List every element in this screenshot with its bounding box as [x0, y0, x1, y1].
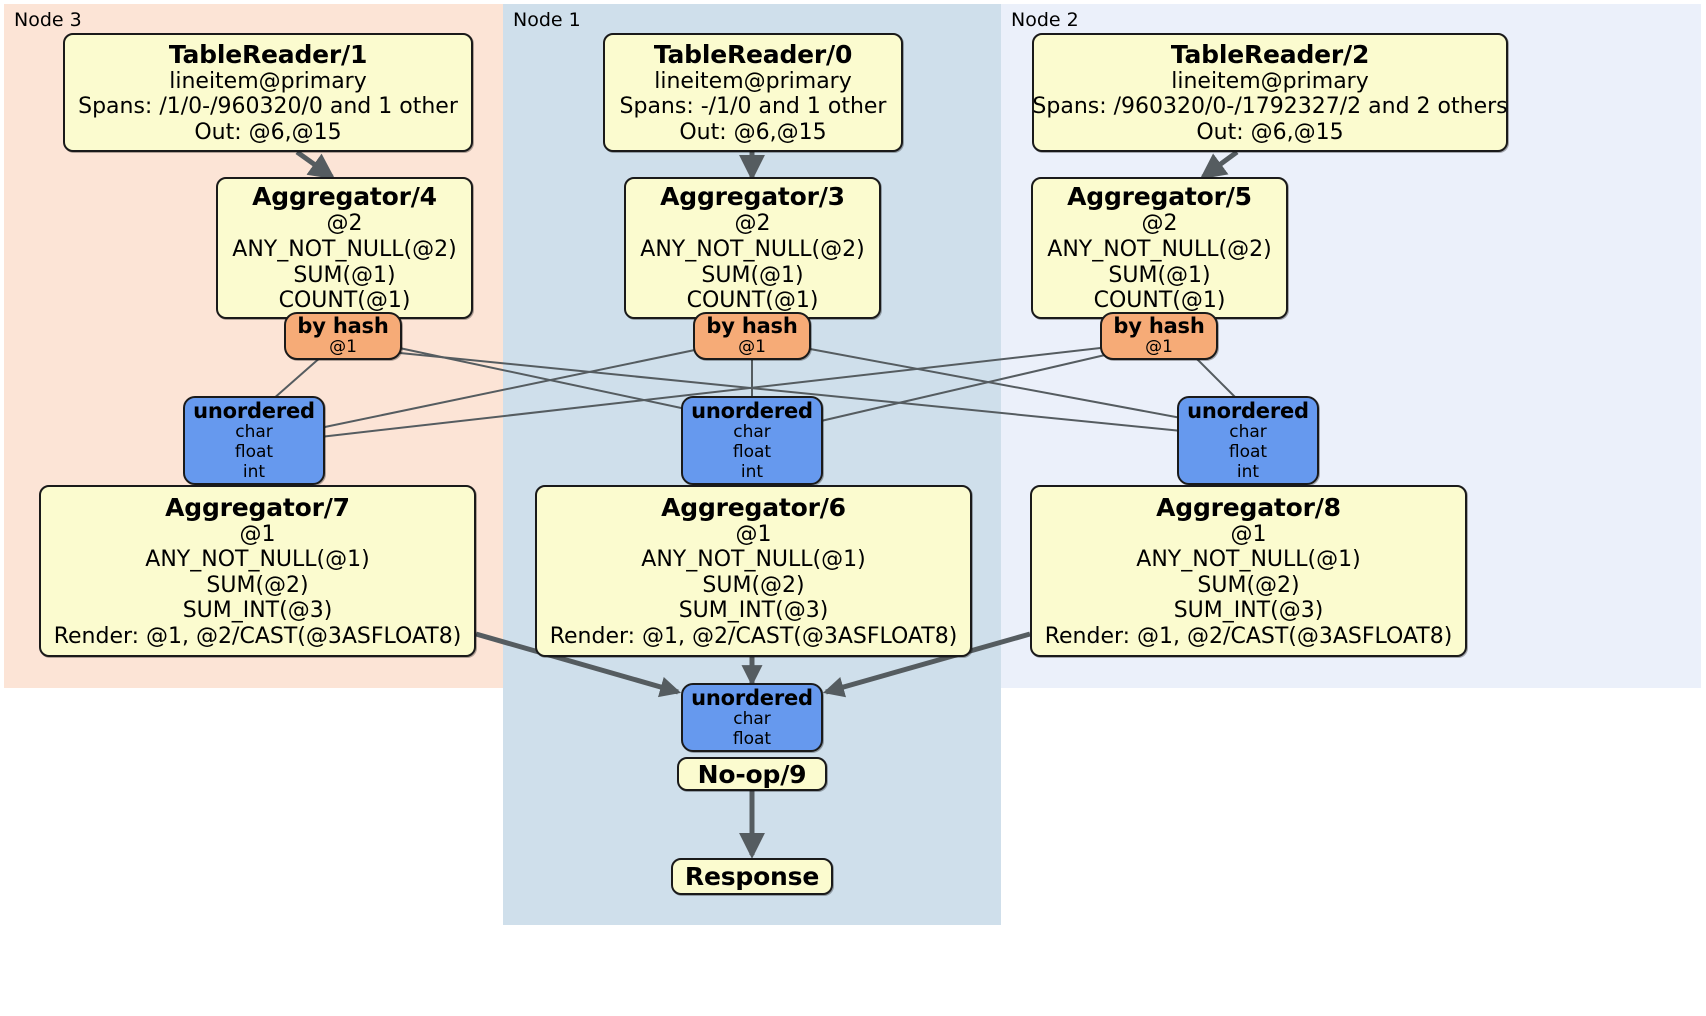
node-line: Spans: /960320/0-/1792327/2 and 2 others: [1032, 94, 1508, 120]
node-title: No-op/9: [697, 759, 807, 789]
node-line: Out: @6,@15: [194, 119, 342, 145]
node-title: Aggregator/8: [1156, 492, 1341, 522]
node-line: Render: @1, @2/CAST(@3ASFLOAT8): [549, 623, 958, 649]
node-line: lineitem@primary: [169, 68, 367, 94]
node-response[interactable]: Response: [671, 858, 833, 895]
node-line: SUM(@1): [1108, 262, 1211, 288]
synch-line: char: [733, 422, 771, 443]
node-line: Spans: -/1/0 and 1 other: [619, 94, 887, 120]
node-line: SUM(@1): [701, 262, 804, 288]
node-aggregator-4[interactable]: Aggregator/4 @2 ANY_NOT_NULL(@2) SUM(@1)…: [216, 177, 473, 319]
node-line: COUNT(@1): [686, 288, 819, 314]
router-by-hash-left[interactable]: by hash @1: [284, 312, 402, 360]
node-line: COUNT(@1): [1093, 288, 1226, 314]
node-line: SUM(@2): [1197, 572, 1300, 598]
node-line: lineitem@primary: [1171, 68, 1369, 94]
synch-title: unordered: [193, 398, 315, 423]
node-aggregator-5[interactable]: Aggregator/5 @2 ANY_NOT_NULL(@2) SUM(@1)…: [1031, 177, 1288, 319]
router-line: @1: [738, 337, 766, 358]
node-line: @2: [1141, 211, 1178, 237]
synch-line: float: [234, 441, 274, 462]
synchronizer-unordered-center[interactable]: unordered char float int: [681, 396, 823, 485]
node-line: SUM_INT(@3): [182, 598, 333, 624]
node-tablereader-2[interactable]: TableReader/2 lineitem@primary Spans: /9…: [1032, 33, 1508, 152]
synch-line: char: [235, 422, 273, 443]
node-line: @1: [1230, 521, 1267, 547]
synch-title: unordered: [691, 398, 813, 423]
router-by-hash-right[interactable]: by hash @1: [1100, 312, 1218, 360]
node-title: Aggregator/4: [252, 182, 437, 212]
node-line: ANY_NOT_NULL(@1): [641, 547, 866, 573]
node-line: COUNT(@1): [278, 288, 411, 314]
node-title: TableReader/0: [653, 39, 853, 69]
node-line: Render: @1, @2/CAST(@3ASFLOAT8): [1044, 623, 1453, 649]
node-line: Out: @6,@15: [679, 119, 827, 145]
router-title: by hash: [706, 313, 798, 338]
node-title: Aggregator/6: [661, 492, 846, 522]
synch-line: int: [242, 461, 266, 482]
router-by-hash-center[interactable]: by hash @1: [693, 312, 811, 360]
router-line: @1: [1145, 337, 1173, 358]
router-title: by hash: [297, 313, 389, 338]
synch-line: float: [732, 728, 772, 749]
node-line: @1: [735, 521, 772, 547]
node-aggregator-7[interactable]: Aggregator/7 @1 ANY_NOT_NULL(@1) SUM(@2)…: [39, 485, 476, 657]
node-line: lineitem@primary: [654, 68, 852, 94]
node-line: @1: [239, 521, 276, 547]
synch-line: float: [1228, 441, 1268, 462]
synch-line: int: [1236, 461, 1260, 482]
synchronizer-unordered-final[interactable]: unordered char float: [681, 683, 823, 752]
synch-line: int: [740, 461, 764, 482]
node-aggregator-3[interactable]: Aggregator/3 @2 ANY_NOT_NULL(@2) SUM(@1)…: [624, 177, 881, 319]
router-line: @1: [329, 337, 357, 358]
node-line: @2: [734, 211, 771, 237]
synch-title: unordered: [691, 685, 813, 710]
panel-node-2-label: Node 2: [1011, 9, 1079, 31]
node-line: SUM(@1): [293, 262, 396, 288]
synch-line: char: [1229, 422, 1267, 443]
node-line: ANY_NOT_NULL(@1): [1136, 547, 1361, 573]
node-line: ANY_NOT_NULL(@2): [640, 236, 865, 262]
node-line: SUM_INT(@3): [678, 598, 829, 624]
node-tablereader-1[interactable]: TableReader/1 lineitem@primary Spans: /1…: [63, 33, 473, 152]
node-tablereader-0[interactable]: TableReader/0 lineitem@primary Spans: -/…: [603, 33, 903, 152]
node-noop-9[interactable]: No-op/9: [677, 757, 827, 791]
node-line: ANY_NOT_NULL(@2): [232, 236, 457, 262]
node-line: @2: [326, 211, 363, 237]
router-title: by hash: [1113, 313, 1205, 338]
synchronizer-unordered-right[interactable]: unordered char float int: [1177, 396, 1319, 485]
node-aggregator-8[interactable]: Aggregator/8 @1 ANY_NOT_NULL(@1) SUM(@2)…: [1030, 485, 1467, 657]
synchronizer-unordered-left[interactable]: unordered char float int: [183, 396, 325, 485]
node-title: TableReader/1: [168, 39, 368, 69]
synch-line: float: [732, 441, 772, 462]
node-title: Aggregator/7: [165, 492, 350, 522]
node-line: Render: @1, @2/CAST(@3ASFLOAT8): [53, 623, 462, 649]
node-line: SUM(@2): [702, 572, 805, 598]
node-line: ANY_NOT_NULL(@2): [1047, 236, 1272, 262]
node-title: Response: [684, 862, 820, 891]
synch-line: char: [733, 708, 771, 729]
node-line: SUM(@2): [206, 572, 309, 598]
synch-title: unordered: [1187, 398, 1309, 423]
panel-node-1-label: Node 1: [513, 9, 581, 31]
node-line: Spans: /1/0-/960320/0 and 1 other: [78, 94, 458, 120]
node-title: Aggregator/5: [1067, 182, 1252, 212]
node-line: SUM_INT(@3): [1173, 598, 1324, 624]
node-aggregator-6[interactable]: Aggregator/6 @1 ANY_NOT_NULL(@1) SUM(@2)…: [535, 485, 972, 657]
node-title: TableReader/2: [1170, 39, 1370, 69]
node-line: ANY_NOT_NULL(@1): [145, 547, 370, 573]
node-title: Aggregator/3: [660, 182, 845, 212]
panel-node-3-label: Node 3: [14, 9, 82, 31]
node-line: Out: @6,@15: [1196, 119, 1344, 145]
